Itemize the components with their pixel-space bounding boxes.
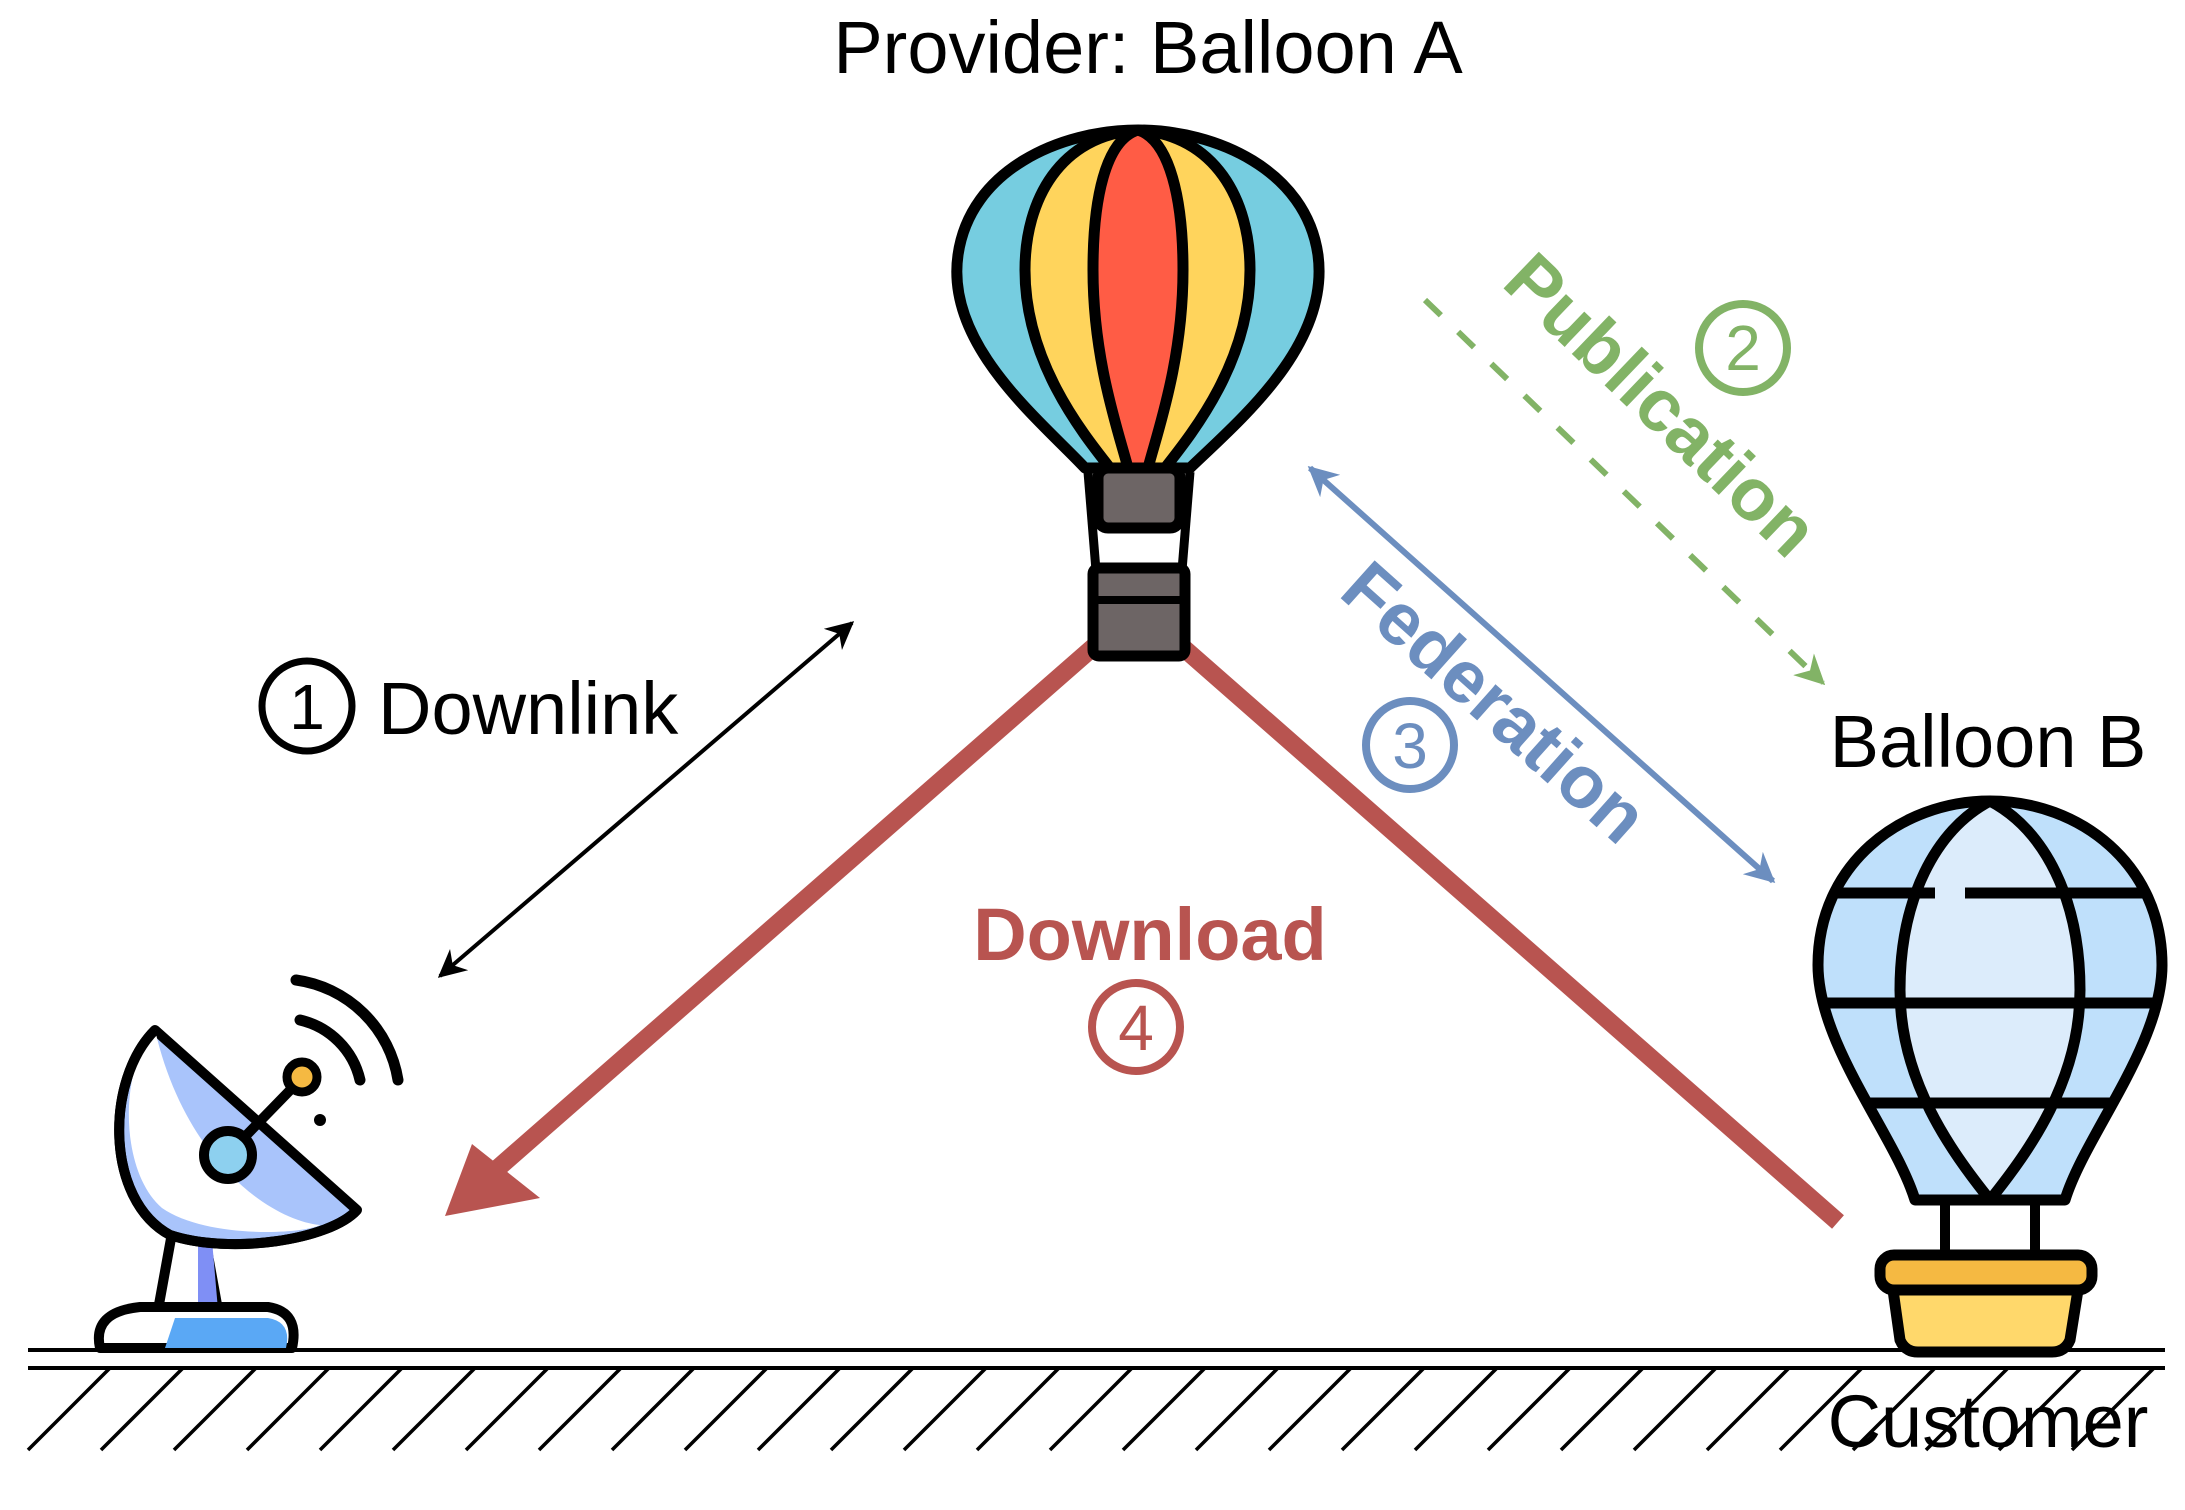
svg-text:Publication: Publication	[1489, 237, 1834, 573]
svg-text:1: 1	[289, 671, 325, 743]
ground-hatch-line	[26, 1366, 112, 1452]
ground-hatch-line	[1924, 1366, 2010, 1452]
publication-arrow	[1422, 297, 1826, 686]
ground-hatch-line	[2070, 1366, 2156, 1452]
svg-text:4: 4	[1118, 992, 1154, 1064]
ground-hatch-line	[99, 1366, 185, 1452]
ground-hatch-line	[318, 1366, 404, 1452]
ground-hatch-line	[537, 1366, 623, 1452]
ground-hatch-line	[756, 1366, 842, 1452]
ground-hatch-line	[829, 1366, 915, 1452]
ground-hatch-line	[1778, 1366, 1864, 1452]
downlink-arrow	[437, 621, 855, 978]
ground-hatch-line	[1851, 1366, 1937, 1452]
ground-hatch-line	[391, 1366, 477, 1452]
balloon-b-label: Balloon B	[1830, 700, 2147, 783]
ground-hatch-line	[1267, 1366, 1353, 1452]
federation-arrow	[1307, 465, 1776, 884]
ground-hatch-line	[1194, 1366, 1280, 1452]
ground-hatch-line	[1997, 1366, 2083, 1452]
provider-label: Provider: Balloon A	[833, 6, 1463, 89]
ground-hatch-icon	[26, 1348, 2165, 1452]
svg-text:2: 2	[1725, 312, 1761, 384]
download-label: Download 4	[973, 893, 1327, 1075]
ground-hatch-line	[1705, 1366, 1791, 1452]
ground-hatch-line	[1632, 1366, 1718, 1452]
ground-hatch-line	[902, 1366, 988, 1452]
blue-hot-air-balloon-icon	[1812, 795, 2168, 1358]
customer-label: Customer	[1828, 1380, 2149, 1463]
ground-hatch-line	[1340, 1366, 1426, 1452]
ground-hatch-line	[610, 1366, 696, 1452]
ground-hatch-line	[1559, 1366, 1645, 1452]
svg-text:Download: Download	[973, 893, 1327, 976]
ground-hatch-line	[1486, 1366, 1572, 1452]
ground-hatch-line	[683, 1366, 769, 1452]
ground-hatch-line	[1121, 1366, 1207, 1452]
svg-text:Downlink: Downlink	[378, 667, 679, 750]
ground-hatch-line	[975, 1366, 1061, 1452]
ground-hatch-line	[172, 1366, 258, 1452]
publication-label: 2 Publication	[1489, 237, 1834, 573]
satellite-dish-icon	[93, 974, 404, 1353]
ground-hatch-line	[464, 1366, 550, 1452]
hot-air-balloon-icon	[951, 124, 1325, 662]
ground-hatch-line	[1048, 1366, 1134, 1452]
ground-hatch-line	[245, 1366, 331, 1452]
svg-text:3: 3	[1392, 710, 1428, 782]
downlink-label: 1 Downlink	[258, 657, 679, 755]
download-arrowhead	[445, 1144, 540, 1216]
ground-hatch-line	[1413, 1366, 1499, 1452]
